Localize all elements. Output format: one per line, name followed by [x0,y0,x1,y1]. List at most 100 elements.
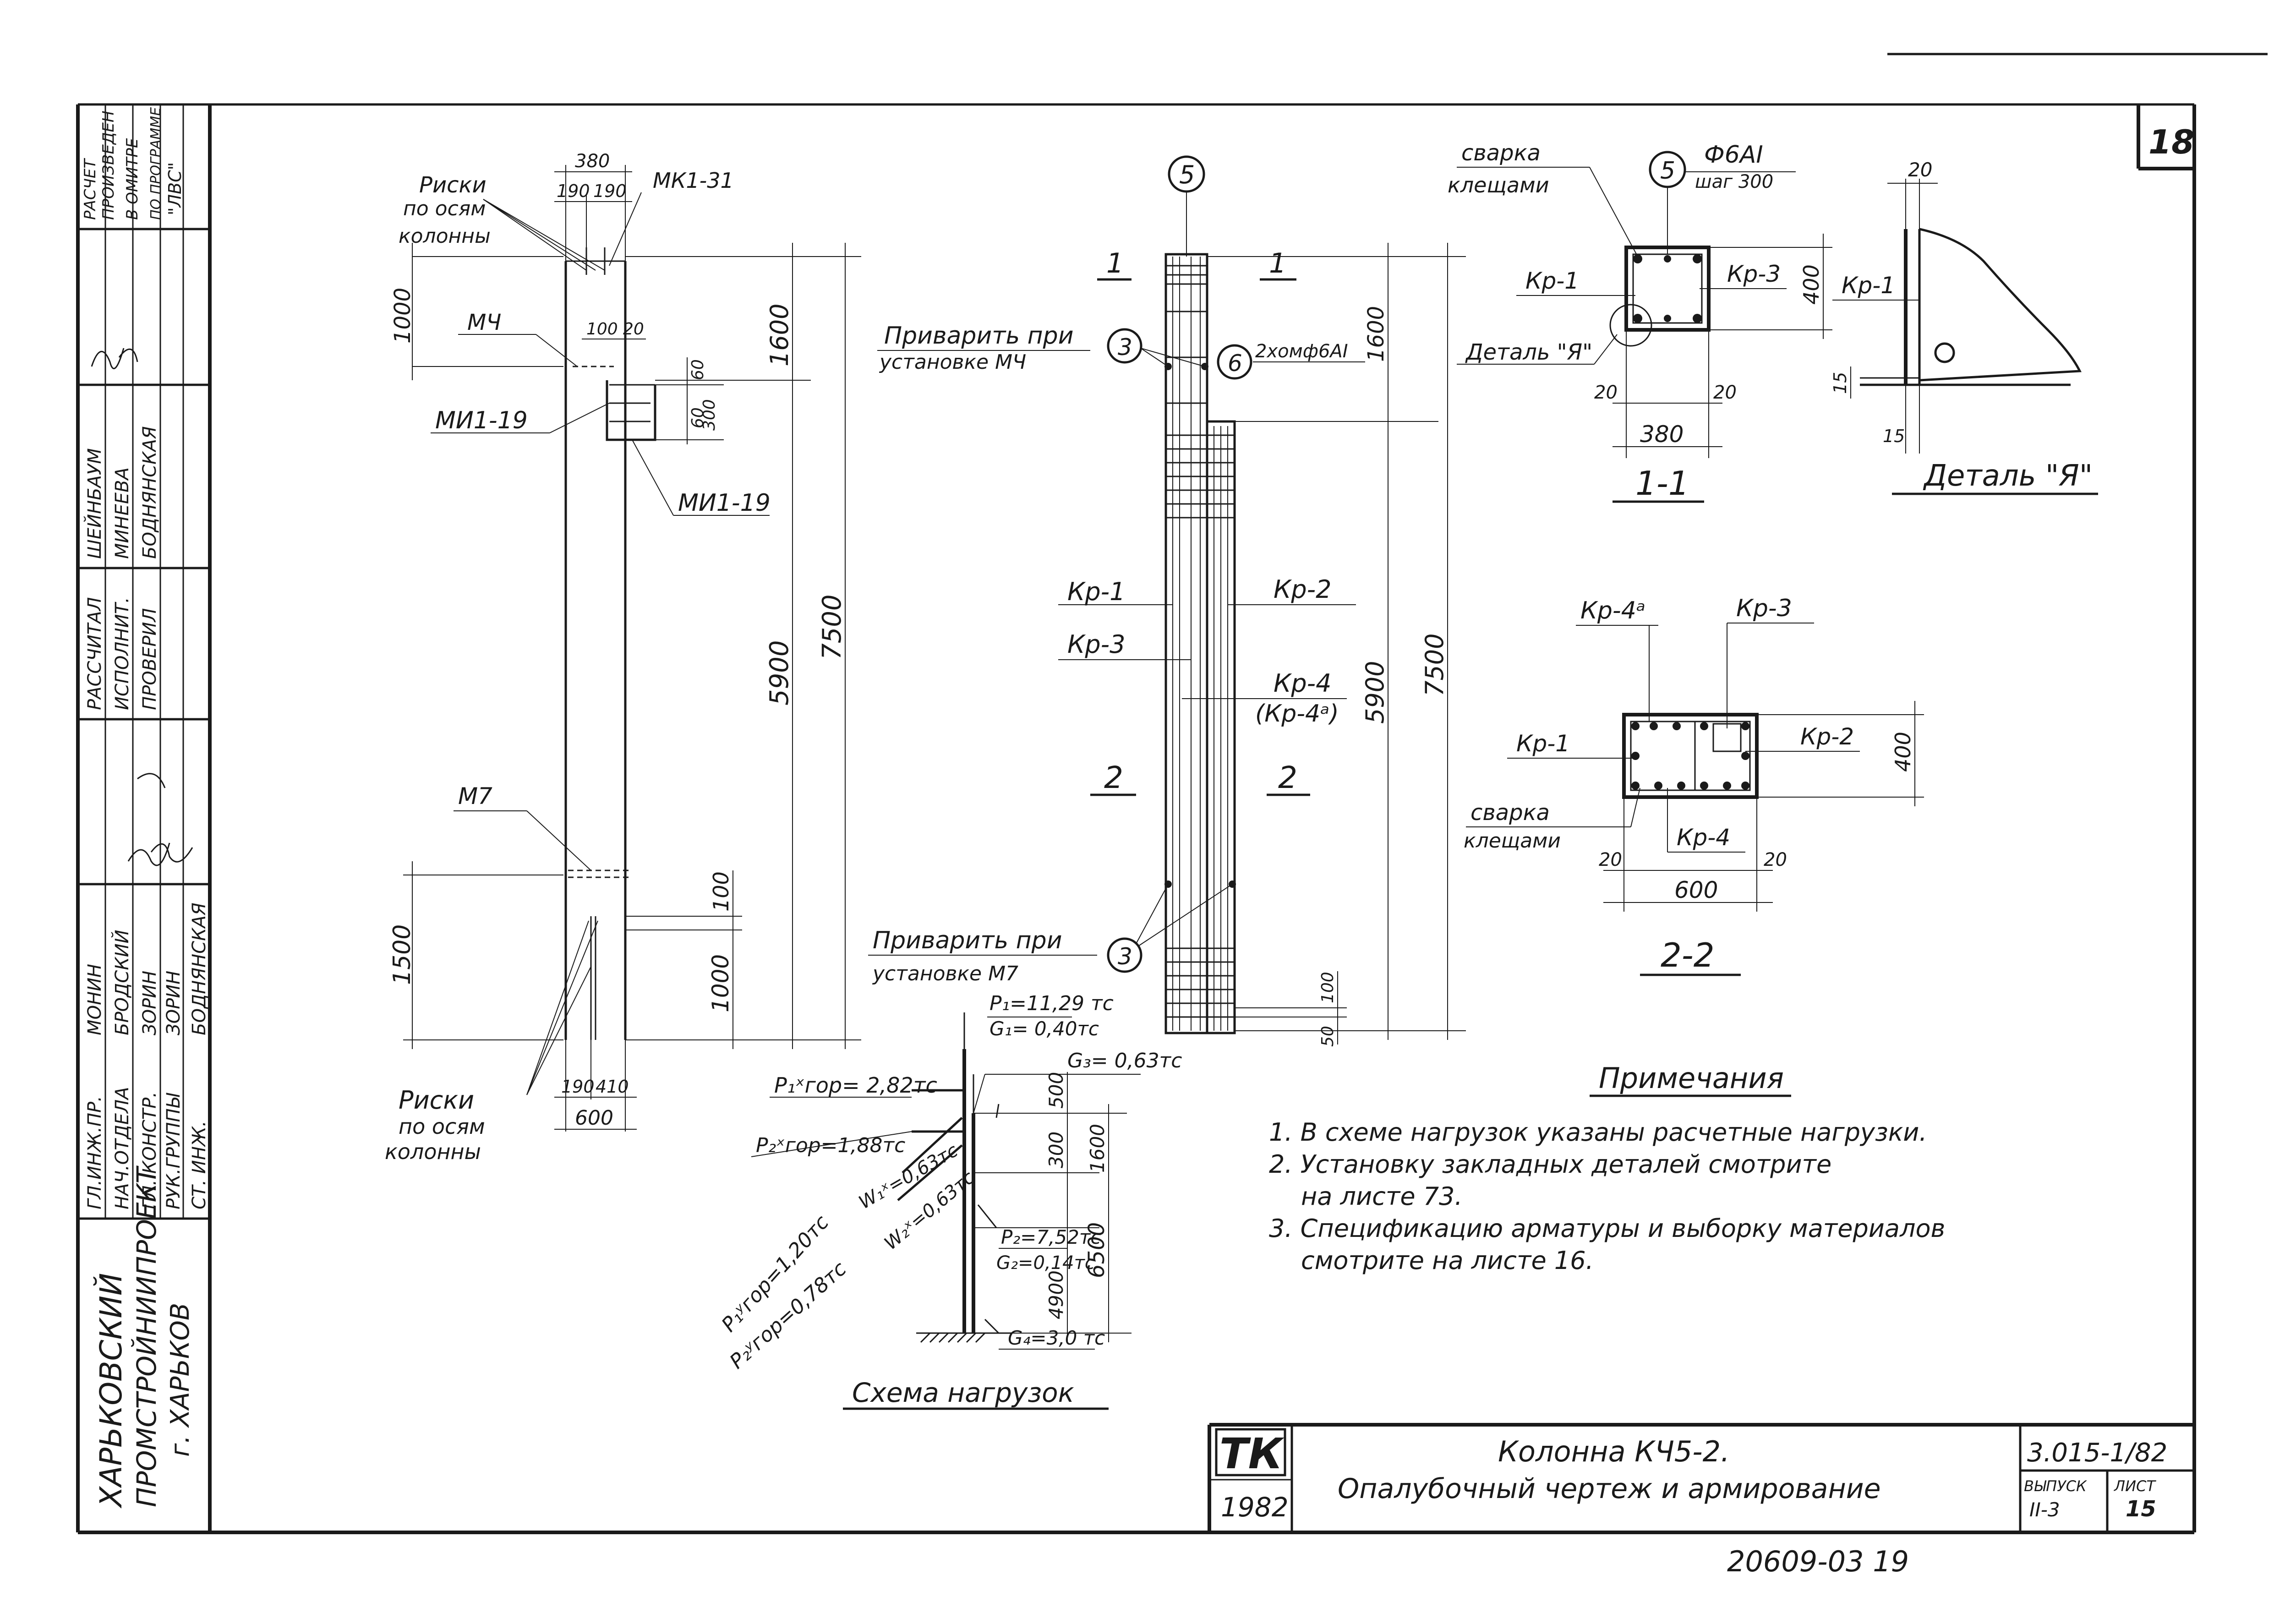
sheet-number-box: 18 [2137,104,2194,170]
fw-dim-190c: 190 [561,1077,595,1097]
fw-dim-380: 380 [575,151,610,172]
ls-dim-1600: 1600 [1086,1124,1109,1173]
fw-dim-300: 300 [700,399,719,431]
stamp-role-5: СТ. ИНЖ. [189,1121,210,1209]
ls-p1: P₁=11,29 тс [989,992,1114,1015]
ls-dim-4900: 4900 [1045,1270,1067,1319]
ls-g1: G₁= 0,40тс [989,1017,1099,1040]
longitudinal-bars [1172,257,1228,1031]
stamp-name2-2: МИНЕЕВА [112,467,133,559]
rf-dim-5900: 5900 [1361,661,1389,724]
rf-pos3a: 3 [1118,334,1132,361]
rf-pos6: 6 [1228,350,1242,377]
section-2-2-bars [1631,722,1749,790]
fw-label-mi19a: МИ1-19 [435,407,528,434]
org-city: г. ХАРЬКОВ [165,1303,195,1457]
signature-3 [150,843,193,863]
fw-risks-bottom-2: по осям [399,1114,485,1139]
s22-dim-600: 600 [1674,877,1718,903]
calc-note-1: РАСЧЕТ [81,158,99,220]
issue-label: ВЫПУСК [2024,1477,2087,1495]
s11-weld-2: клещами [1448,173,1549,197]
notes-line-1: 1. В схеме нагрузок указаны расчетные на… [1269,1118,1927,1147]
fw-dim-7500: 7500 [817,594,847,660]
ls-dim-300: 300 [1045,1132,1067,1168]
rf-dim-50: 50 [1318,1026,1337,1047]
formwork-drawing: 380 190 190 МК1-31 Риски по осям колонны… [385,151,861,1164]
s22-dim-400: 400 [1891,732,1915,772]
s11-dim-20a: 20 [1594,382,1618,403]
pos-bubble-3b [1107,937,1142,973]
fw-risks-bottom-1: Риски [399,1086,474,1115]
rf-weld-mch-1: Приварить при [884,322,1074,350]
dy-title: Деталь "Я" [1923,459,2093,493]
s22-kr2: Кр-2 [1800,723,1854,750]
title-year: 1982 [1221,1492,1289,1523]
notes-line-4: 3. Спецификацию арматуры и выборку матер… [1269,1214,1945,1243]
stamp-name2-1: ШЕЙНБАУМ [83,448,105,559]
rf-cut1-left: 1 [1106,247,1124,279]
section-2-2: Кр-4ᵃ Кр-3 Кр-1 Кр-2 сварка клещами Кр-4… [1464,595,1924,976]
dy-dim-15a: 15 [1830,372,1850,394]
left-stamp: ХАРЬКОВСКИЙ ПРОМСТРОЙНИИПРОЕКТ г. ХАРЬКО… [78,104,210,1509]
section-1-1: сварка клещами 5 Ф6АI шаг 300 Кр-1 Кр-3 … [1448,140,1832,503]
tk-logo-box [1215,1428,1286,1476]
ls-g3: G₃= 0,63тс [1067,1049,1182,1072]
s22-kr4: Кр-4 [1677,824,1730,851]
fw-dim-1000b: 1000 [707,954,734,1012]
s22-dim-20b: 20 [1764,849,1787,870]
detail-ya: 20 Кр-1 15 15 Деталь "Я" [1830,159,2098,495]
s11-dim-20b: 20 [1713,382,1737,403]
notes-title: Примечания [1599,1061,1784,1095]
fw-dim-60b: 60 [689,407,707,428]
pos-bubble-5 [1649,151,1686,188]
sheet-value: 15 [2126,1496,2156,1522]
fw-dim-20: 20 [623,320,644,339]
s11-step: шаг 300 [1695,171,1773,192]
stamp-name-1: МОНИН [84,964,105,1035]
stamp-name-2: БРОДСКИЙ [111,930,133,1035]
s22-dim-20a: 20 [1599,849,1622,870]
ls-dim-6500: 6500 [1084,1222,1110,1278]
title-line2: Опалубочный чертеж и армирование [1338,1473,1881,1505]
dy-kr1: Кр-1 [1842,272,1895,299]
sheet-frame [76,53,2268,1534]
s11-detail: Деталь "Я" [1465,339,1592,365]
stamp-name-4: ЗОРИН [163,971,184,1035]
dy-dim-15b: 15 [1883,426,1905,446]
fw-dim-100b: 100 [709,871,733,912]
fw-label-mk1-31: МК1-31 [653,168,734,193]
reinforcement-drawing: 5 [868,155,1466,1047]
s11-pos5: 5 [1660,157,1675,185]
notes-line-2: 2. Установку закладных деталей смотрите [1269,1150,1831,1179]
fw-dim-190b: 190 [593,181,627,201]
fw-risks-top-2: по осям [403,197,486,220]
org-name-line1: ХАРЬКОВСКИЙ [93,1273,129,1509]
dy-dim-20: 20 [1908,159,1932,181]
notes-line-3: на листе 73. [1301,1182,1463,1211]
ls-title: Схема нагрузок [852,1377,1074,1408]
ls-g4: G₄=3,0 тс [1008,1327,1105,1349]
signature-1 [91,348,138,369]
s11-kr3: Кр-3 [1727,261,1781,287]
tk-logo: ТК [1219,1429,1285,1478]
fw-risks-top-1: Риски [419,172,487,198]
rf-clamps: 2хомф6АI [1255,341,1348,362]
detail-ya-mark [1609,304,1652,347]
rf-cut2-right: 2 [1278,760,1297,795]
rf-kr1: Кр-1 [1067,577,1125,606]
s11-weld-1: сварка [1461,140,1541,166]
rf-weld-mch-2: установке МЧ [879,350,1026,374]
s22-kr1: Кр-1 [1516,730,1570,757]
rf-cut1-right: 1 [1269,247,1286,279]
stamp-role2-3: ПРОВЕРИЛ [139,608,160,710]
rf-weld-m7-1: Приварить при [873,927,1062,954]
fw-risks-bottom-3: колонны [385,1139,481,1164]
s22-kr4a: Кр-4ᵃ [1580,597,1645,624]
calc-note-5: "ЛВС" [165,162,185,215]
rf-kr2: Кр-2 [1274,575,1331,604]
fw-label-mi19b: МИ1-19 [678,489,771,517]
sheet-label: ЛИСТ [2114,1477,2156,1495]
signature-2 [127,773,170,866]
